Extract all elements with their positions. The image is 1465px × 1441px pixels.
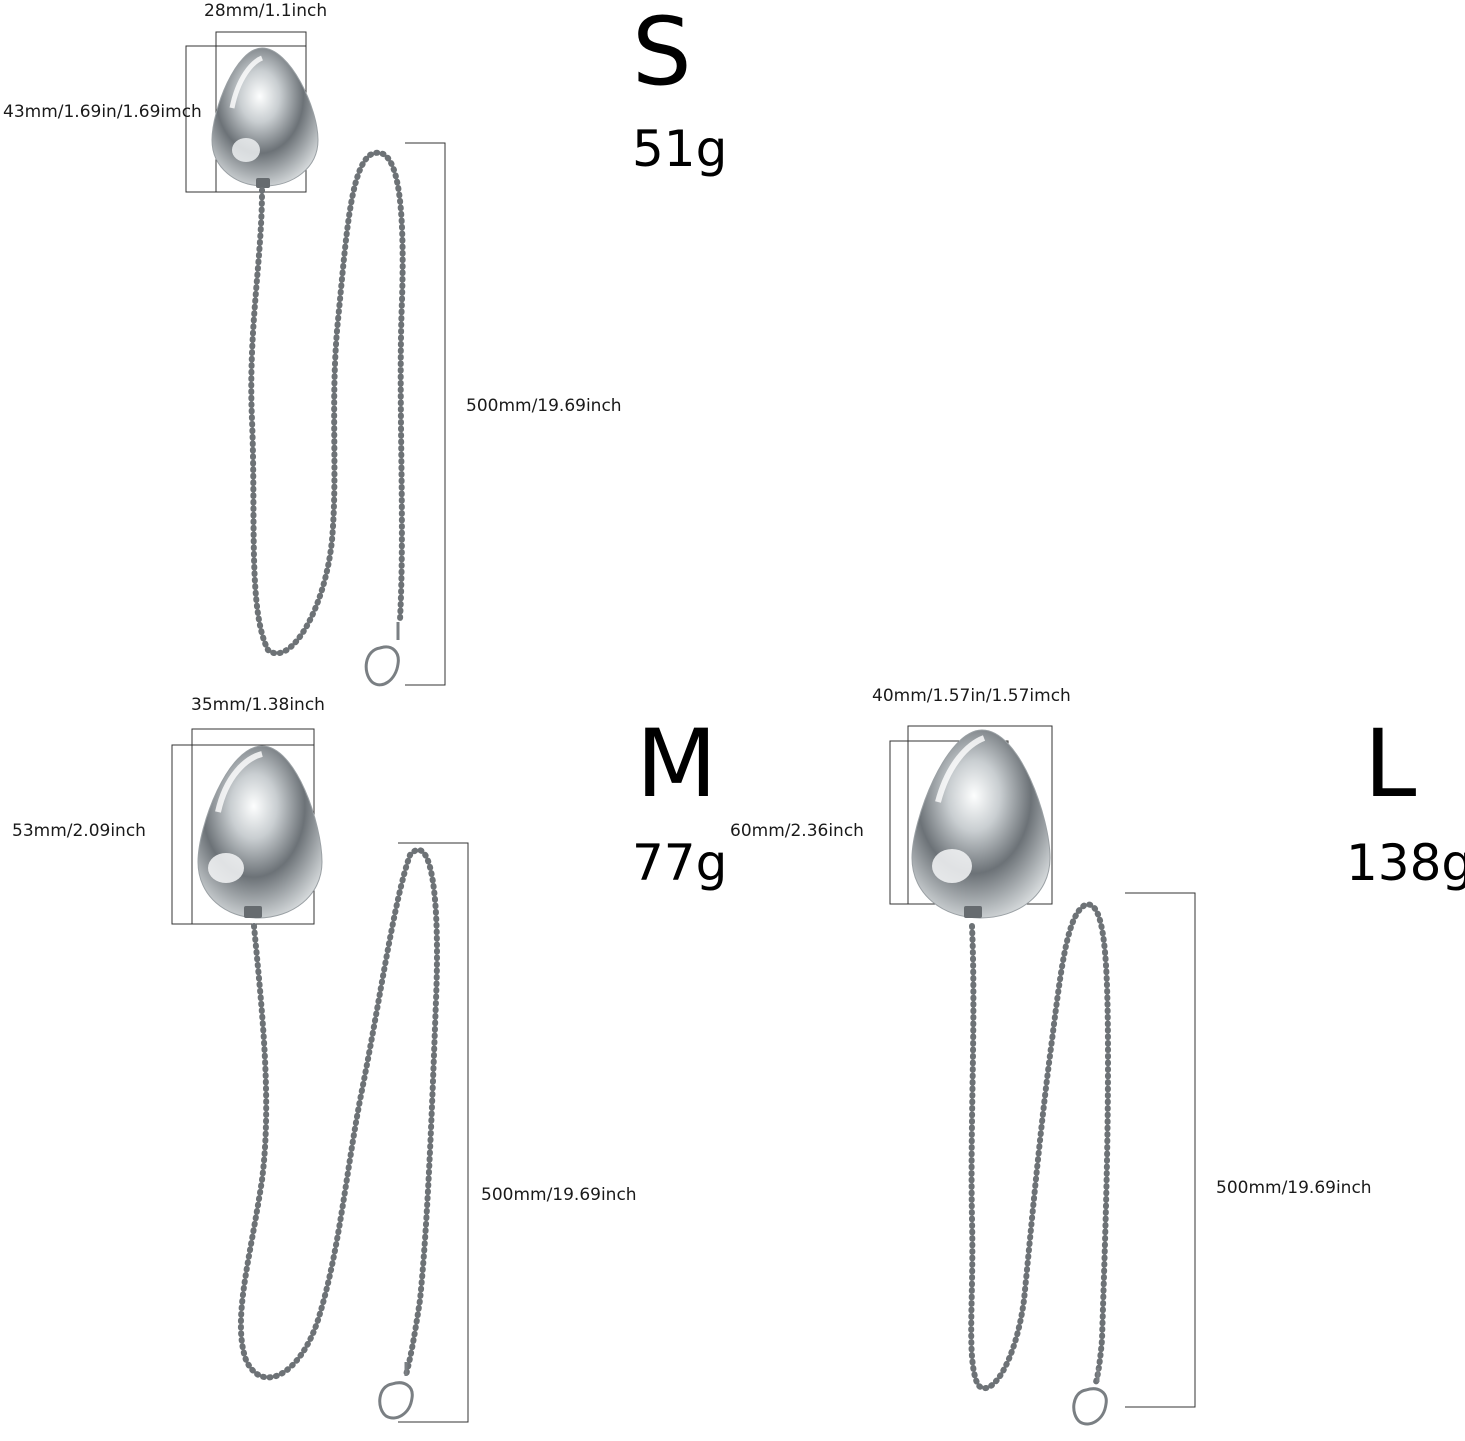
m-weight: 77g (632, 834, 728, 892)
l-height-label: 60mm/2.36inch (730, 821, 864, 841)
m-ball-chain-icon (237, 847, 440, 1381)
s-height-label: 43mm/1.69in/1.69imch (3, 102, 202, 122)
s-size-letter: S (632, 0, 692, 107)
s-weight: 51g (632, 120, 728, 178)
product-s (185, 31, 446, 687)
m-chain-bracket (398, 842, 469, 1423)
l-width-label: 40mm/1.57in/1.57imch (872, 686, 1071, 706)
l-teardrop-weight-icon (911, 729, 1051, 919)
l-lobster-clasp-icon (1072, 1368, 1108, 1426)
l-chain-label: 500mm/19.69inch (1216, 1178, 1372, 1198)
s-chain-label: 500mm/19.69inch (466, 396, 622, 416)
m-chain-label: 500mm/19.69inch (481, 1185, 637, 1205)
s-chain-bracket (405, 142, 446, 686)
s-lobster-clasp-icon (364, 622, 400, 687)
l-ball-chain-icon (968, 901, 1112, 1392)
m-width-label: 35mm/1.38inch (191, 695, 325, 715)
s-width-label: 28mm/1.1inch (204, 1, 328, 21)
m-teardrop-weight-icon (197, 745, 323, 919)
product-m (171, 728, 469, 1423)
product-l (889, 725, 1196, 1426)
m-size-letter: M (636, 710, 718, 819)
m-height-label: 53mm/2.09inch (12, 821, 146, 841)
l-chain-bracket (1125, 892, 1196, 1408)
s-teardrop-weight-icon (211, 47, 319, 188)
s-ball-chain-icon (248, 149, 406, 657)
l-size-letter: L (1364, 710, 1417, 819)
m-lobster-clasp-icon (378, 1362, 414, 1420)
l-weight: 138g (1346, 834, 1465, 892)
